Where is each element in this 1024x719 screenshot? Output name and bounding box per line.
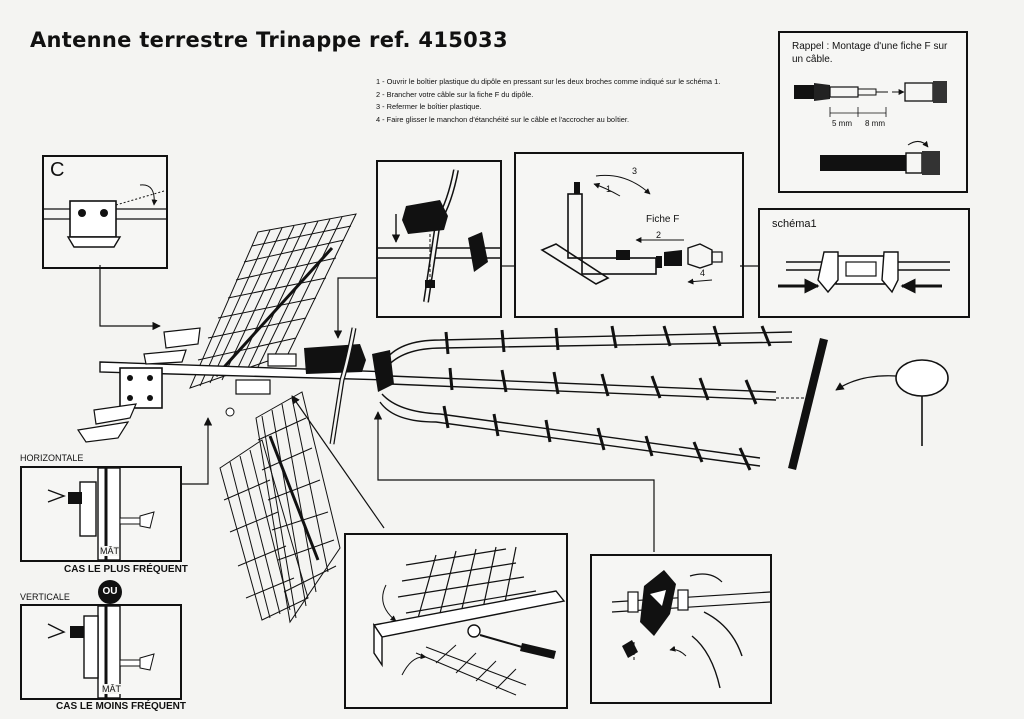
instruction-step-4: 4 - Faire glisser le manchon d'étanchéit… [376, 114, 630, 124]
vertical-label: VERTICALE [20, 592, 70, 602]
vertical-mount-box: MÂT [20, 604, 182, 700]
director-rods [442, 325, 772, 471]
ou-badge: OU [98, 580, 122, 604]
rappel-box: Rappel : Montage d'une fiche F sur un câ… [778, 31, 968, 193]
fiche-f-box: Fiche F 1 2 3 4 [514, 152, 744, 318]
dipole-closeup-box [376, 160, 502, 318]
mat-label-2: MÂT [102, 684, 121, 694]
instruction-step-1: 1 - Ouvrir le boîtier plastique du dipôl… [376, 77, 721, 86]
reflector-grid-lower [219, 391, 341, 624]
rappel-text-line2: un câble. [792, 54, 833, 65]
rappel-dim-1: 5 mm [832, 119, 852, 128]
horizontal-mount-box: MÂT [20, 466, 182, 562]
less-frequent-case-label: CAS LE MOINS FRÉQUENT [56, 701, 187, 712]
step-1-marker: 1 [606, 184, 612, 194]
dipole-clip-diagram [611, 570, 770, 689]
ou-label: OU [102, 586, 118, 597]
frequent-case-label: CAS LE PLUS FRÉQUENT [64, 564, 188, 575]
step-4-marker: 4 [700, 268, 706, 278]
step-3-marker: 3 [632, 166, 638, 176]
rappel-dim-2: 8 mm [865, 119, 885, 128]
reflector-clip-box [344, 533, 568, 709]
director-boom-middle [389, 375, 777, 401]
rappel-cable-diagram [794, 81, 947, 175]
instruction-list: 1 - Ouvrir le boîtier plastique du dipôl… [376, 76, 720, 126]
director-boom-lower [379, 393, 761, 467]
page-title: Antenne terrestre Trinappe ref. 415033 [30, 28, 508, 52]
director-boom-upper [383, 331, 793, 369]
bracket-clamp-diagram [44, 184, 166, 248]
mat-label-1: MÂT [100, 546, 119, 556]
horizontal-mount-diagram [47, 468, 155, 560]
mallet-icon [895, 359, 949, 446]
schema1-diagram [778, 251, 950, 294]
schema1-box: schéma1 [758, 208, 970, 318]
reflector-clip-diagram [372, 546, 566, 696]
reflector-grid-upper [189, 213, 357, 389]
fiche-f-diagram [540, 174, 723, 285]
step-2-marker: 2 [656, 230, 662, 240]
box-c-label: C [50, 159, 65, 181]
dipole-clip-box [590, 554, 772, 704]
schema1-label: schéma1 [772, 218, 817, 230]
fiche-f-label: Fiche F [646, 214, 680, 225]
horizontal-label: HORIZONTALE [20, 453, 84, 463]
rappel-text-line1: Rappel : Montage d'une fiche F sur [792, 41, 948, 52]
detail-box-c: C [42, 155, 168, 269]
dipole-closeup-diagram [378, 169, 500, 303]
instruction-step-3: 3 - Refermer le boîtier plastique. [376, 102, 482, 112]
instruction-step-2: 2 - Brancher votre câble sur la fiche F … [376, 89, 534, 99]
vertical-mount-diagram [47, 606, 155, 698]
